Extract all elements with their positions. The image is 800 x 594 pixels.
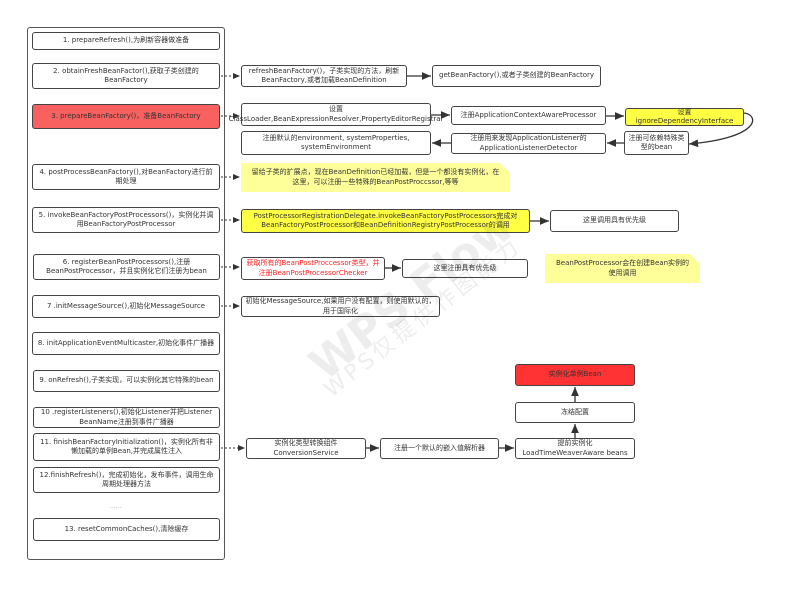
init-message-source-box[interactable]: 初始化MessageSource,如果用户没有配置，则使用默认的，用于国际化: [241, 296, 440, 317]
refresh-steps-container: [27, 27, 225, 560]
step-8-box[interactable]: 8. initApplicationEventMulticaster,初始化事件…: [32, 332, 220, 355]
step-10-box[interactable]: 10 .registerListeners(),初始化Listener并把Lis…: [33, 407, 220, 428]
step-7-box[interactable]: 7 .initMessageSource(),初始化MessageSource: [32, 295, 220, 318]
step-9-box[interactable]: 9. onRefresh(),子类实现，可以实例化其它特殊的bean: [33, 370, 220, 392]
freeze-config-box[interactable]: 冻结配置: [515, 402, 635, 423]
ignore-dependency-box[interactable]: 设置ignoreDependencyInterface: [625, 108, 744, 126]
conversion-service-box[interactable]: 实例化类型转换组件ConversionService: [246, 438, 366, 459]
register-priority-box[interactable]: 这里注册具有优先级: [402, 259, 528, 278]
step-11-box[interactable]: 11. finishBeanFactoryInitialization()，实例…: [33, 433, 220, 461]
step-4-box[interactable]: 4. postProcessBeanFactory(),对BeanFactory…: [32, 164, 220, 190]
invoke-priority-box[interactable]: 这里调用具有优先级: [550, 210, 679, 232]
step-13-box[interactable]: 13. resetCommonCaches(),清除缓存: [33, 518, 220, 541]
get-bean-factory-box[interactable]: getBeanFactory(),或者子类创建的BeanFactory: [432, 65, 601, 87]
delegate-invoke-box[interactable]: PostProcessorRegistrationDelegate.invoke…: [241, 209, 530, 233]
refresh-bean-factory-box[interactable]: refreshBeanFactory()，子类实现的方法，刷新BeanFacto…: [241, 65, 407, 87]
listener-detector-box[interactable]: 注册用来发现ApplicationListener的ApplicationLis…: [451, 133, 606, 154]
step-12-box[interactable]: 12.finishRefresh()，完成初始化，发布事件，调用生命周期处理器方…: [33, 467, 220, 493]
step-2-box[interactable]: 2. obtainFreshBeanFactor(),获取子类创建的BeanFa…: [32, 63, 220, 89]
step-4-note: 留给子类的扩展点，现在BeanDefinition已经加载，但是一个都没有实例化…: [241, 163, 510, 192]
step-5-box[interactable]: 5. invokeBeanFactoryPostProcessors()，实例化…: [32, 207, 220, 233]
bean-post-processor-note: BeanPostProcessor会在创建Bean实例的使用调用: [545, 254, 700, 283]
register-aware-processor-box[interactable]: 注册ApplicationContextAwareProcessor: [451, 106, 606, 125]
embedded-value-resolver-box[interactable]: 注册一个默认的嵌入值解析器: [380, 438, 499, 459]
ellipsis: ......: [110, 503, 122, 510]
dotted-connectors: [221, 73, 245, 451]
register-resolvable-box[interactable]: 注册可依赖特殊类型的bean: [624, 131, 689, 155]
step-1-box[interactable]: 1. prepareRefresh(),为刷新容器做准备: [32, 32, 220, 50]
register-environment-box[interactable]: 注册默认的environment, systemProperties, syst…: [241, 131, 431, 155]
instantiate-singleton-box[interactable]: 实例化单例Bean: [515, 364, 635, 386]
get-bean-post-processors-box[interactable]: 获取所有的BeanPostProccessor类型，并注册BeanPostPro…: [241, 257, 385, 280]
set-classloader-box[interactable]: 设置ClassLoader,BeanExpressionResolver,Pro…: [229, 103, 443, 126]
solid-connectors: [366, 72, 754, 452]
step-3-box[interactable]: 3. prepareBeanFactory()，准备BeanFactory: [32, 104, 220, 129]
step-6-box[interactable]: 6. registerBeanPostProcessors(),注册BeanPo…: [33, 254, 220, 280]
load-time-weaver-box[interactable]: 提前实例化LoadTimeWeaverAware beans: [515, 438, 635, 459]
